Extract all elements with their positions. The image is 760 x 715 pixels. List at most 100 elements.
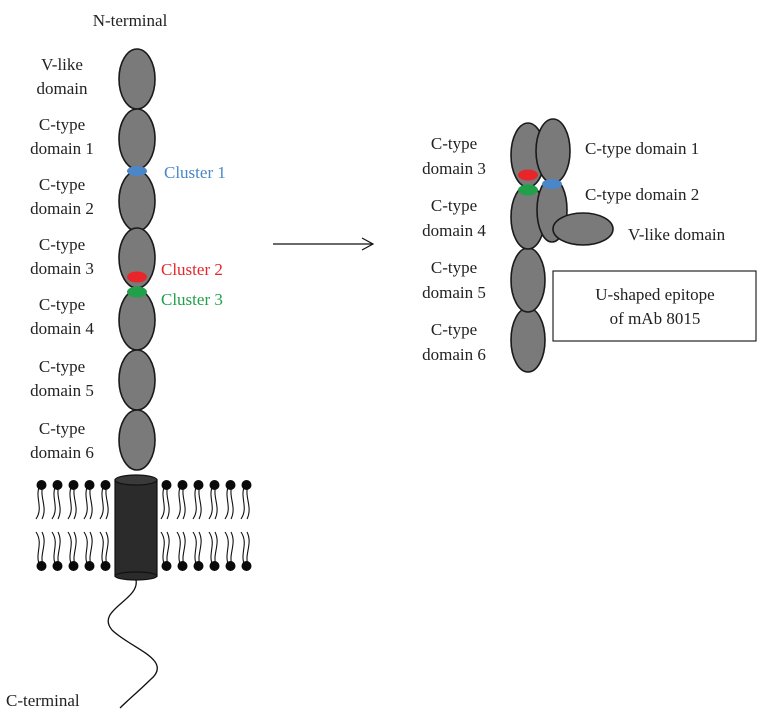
- lipid-tail: [89, 531, 93, 567]
- right-label-c3-2: domain 3: [422, 159, 486, 178]
- lipid-tail: [89, 484, 93, 520]
- lipid-head: [161, 561, 172, 571]
- right-label-c-type-domain-2: C-type domain 2: [585, 185, 699, 204]
- n-terminal-label: N-terminal: [93, 11, 168, 30]
- lipid-tail: [51, 484, 57, 520]
- lipid-tail: [224, 484, 230, 520]
- left-label-c2-2: domain 2: [30, 199, 94, 218]
- right-label-c-type-domain-1: C-type domain 1: [585, 139, 699, 158]
- left-label-c5-2: domain 5: [30, 381, 94, 400]
- lipid-head: [193, 561, 204, 571]
- lipid-tail: [166, 531, 170, 567]
- lipid-head: [177, 561, 188, 571]
- left-v-like-domain: [118, 48, 156, 110]
- lipid-head: [68, 561, 79, 571]
- lipid-tail: [246, 484, 250, 520]
- right-c-type-domain-1: [535, 118, 571, 184]
- transition-arrow: [273, 237, 375, 251]
- lipid-head: [36, 561, 47, 571]
- lipid-head: [52, 480, 63, 490]
- right-folded-structure: [510, 118, 614, 373]
- lipid-tail: [176, 531, 182, 567]
- left-label-v-like-1: V-like: [41, 55, 83, 74]
- lipid-tail: [67, 531, 73, 567]
- lipid-tail: [35, 484, 41, 520]
- lipid-tail: [35, 531, 41, 567]
- lipid-head: [68, 480, 79, 490]
- cluster-3-marker: [127, 286, 147, 298]
- lipid-head: [225, 480, 236, 490]
- epitope-box-line-1: U-shaped epitope: [595, 285, 714, 304]
- right-label-c6-1: C-type: [431, 320, 477, 339]
- transmembrane-helix: [114, 474, 158, 581]
- right-label-c3-1: C-type: [431, 134, 477, 153]
- lipid-tail: [41, 531, 45, 567]
- left-label-c3-1: C-type: [39, 235, 85, 254]
- lipid-tail: [182, 484, 186, 520]
- right-label-c4-1: C-type: [431, 196, 477, 215]
- left-domain-labels: V-like domain C-type domain 1 C-type dom…: [30, 55, 94, 462]
- right-c-type-domain-6: [510, 307, 546, 373]
- cluster-3-label: Cluster 3: [161, 290, 223, 309]
- lipid-tail: [73, 531, 77, 567]
- lipid-head: [100, 561, 111, 571]
- lipid-head: [241, 561, 252, 571]
- left-c-type-domain-5: [118, 349, 156, 411]
- lipid-tail: [57, 484, 61, 520]
- left-label-c2-1: C-type: [39, 175, 85, 194]
- lipid-tail: [198, 531, 202, 567]
- lipid-tail: [67, 484, 73, 520]
- cluster-2-marker: [127, 271, 147, 283]
- lipid-tail: [105, 531, 109, 567]
- lipid-head: [84, 561, 95, 571]
- left-label-c5-1: C-type: [39, 357, 85, 376]
- lipid-tail: [240, 531, 246, 567]
- lipid-head: [84, 480, 95, 490]
- lipid-tail: [214, 484, 218, 520]
- left-c-type-domain-6: [118, 409, 156, 471]
- cluster-1-label: Cluster 1: [164, 163, 226, 182]
- right-label-c5-1: C-type: [431, 258, 477, 277]
- lipid-tail: [99, 531, 105, 567]
- lipid-tail: [198, 484, 202, 520]
- lipid-head: [177, 480, 188, 490]
- lipid-tail: [208, 531, 214, 567]
- cytoplasmic-tail: [107, 579, 158, 709]
- cluster-1-marker: [127, 166, 147, 176]
- lipid-tail: [214, 531, 218, 567]
- left-c-type-domain-1: [118, 108, 156, 170]
- left-label-c1-2: domain 1: [30, 139, 94, 158]
- lipid-tail: [246, 531, 250, 567]
- lipid-tail: [230, 531, 234, 567]
- lipid-tail: [51, 531, 57, 567]
- left-label-c6-1: C-type: [39, 419, 85, 438]
- left-label-v-like-2: domain: [37, 79, 88, 98]
- right-cluster-2-marker: [518, 169, 538, 181]
- lipid-head: [209, 480, 220, 490]
- left-c-type-domain-2: [118, 170, 156, 232]
- left-label-c4-2: domain 4: [30, 319, 94, 338]
- left-label-c3-2: domain 3: [30, 259, 94, 278]
- cluster-2-label: Cluster 2: [161, 260, 223, 279]
- lipid-tail: [224, 531, 230, 567]
- right-v-like-domain: [552, 212, 614, 246]
- lipid-tail: [240, 484, 246, 520]
- lipid-head: [161, 480, 172, 490]
- lipid-head: [100, 480, 111, 490]
- lipid-head: [209, 561, 220, 571]
- lipid-tail: [83, 484, 89, 520]
- lipid-head: [193, 480, 204, 490]
- left-domain-chain: [118, 48, 156, 471]
- lipid-tail: [99, 484, 105, 520]
- right-label-c4-2: domain 4: [422, 221, 486, 240]
- left-label-c4-1: C-type: [39, 295, 85, 314]
- right-cluster-3-marker: [518, 184, 538, 196]
- left-label-c6-2: domain 6: [30, 443, 94, 462]
- lipid-tail: [105, 484, 109, 520]
- right-cluster-1-marker: [542, 179, 562, 189]
- lipid-head: [225, 561, 236, 571]
- right-label-c5-2: domain 5: [422, 283, 486, 302]
- lipid-tail: [176, 484, 182, 520]
- lipid-bilayer: [35, 480, 252, 571]
